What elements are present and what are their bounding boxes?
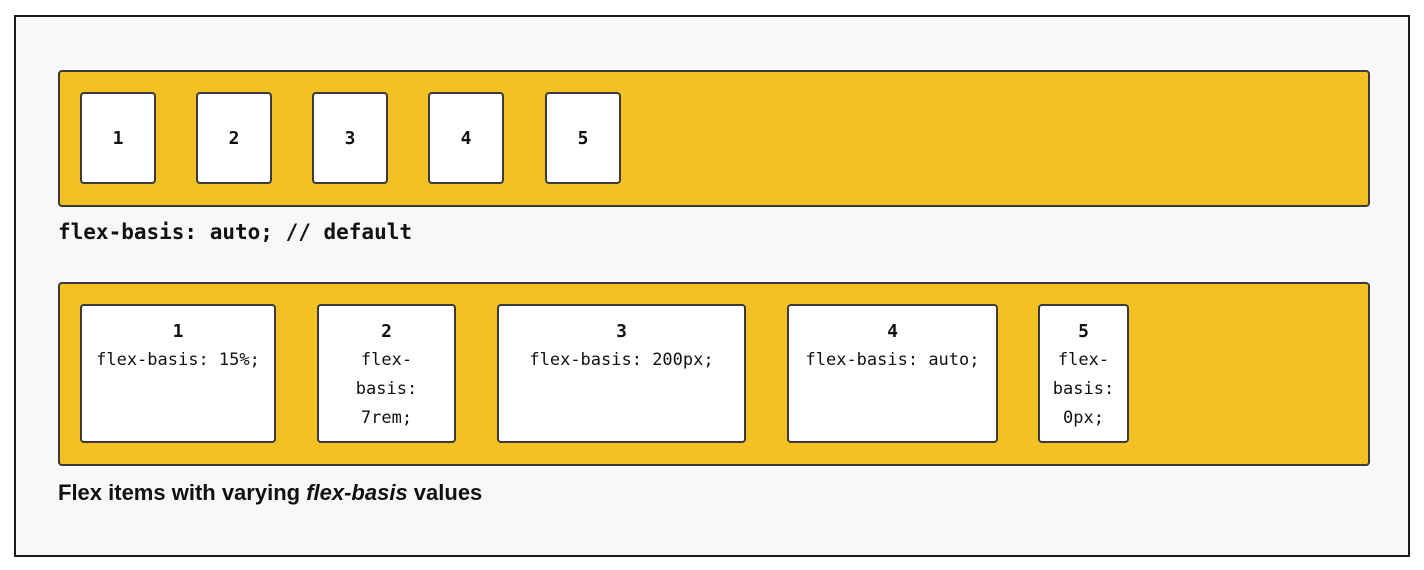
flex-item-1: 1	[80, 92, 156, 184]
flex-item-number: 1	[172, 321, 184, 342]
flex-item-5: 5 flex-basis: 0px;	[1038, 304, 1129, 443]
caption-default: flex-basis: auto; // default	[58, 220, 413, 244]
flex-item-1: 1 flex-basis: 15%;	[80, 304, 276, 443]
flex-item-4: 4	[428, 92, 504, 184]
flex-item-5: 5	[545, 92, 621, 184]
flex-item-number: 1	[112, 127, 124, 149]
flex-container-default: 1 2 3 4 5	[58, 70, 1370, 207]
flex-item-number: 5	[1078, 321, 1089, 342]
flex-item-2: 2 flex-basis: 7rem;	[317, 304, 456, 443]
flex-item-label: flex-basis: 7rem;	[355, 350, 418, 428]
flex-item-label: flex-basis: auto;	[805, 350, 980, 370]
flex-item-4: 4 flex-basis: auto;	[787, 304, 998, 443]
flex-item-number: 3	[344, 127, 356, 149]
flex-item-label: flex-basis: 200px;	[529, 350, 714, 370]
flex-item-3: 3	[312, 92, 388, 184]
flex-container-varying: 1 flex-basis: 15%; 2 flex-basis: 7rem; 3…	[58, 282, 1370, 466]
caption-varying: Flex items with varying flex-basis value…	[58, 480, 483, 505]
flex-item-number: 3	[616, 321, 627, 342]
diagram-frame: 1 2 3 4 5 flex-basis: auto; // default 1…	[14, 15, 1410, 557]
flex-item-3: 3 flex-basis: 200px;	[497, 304, 746, 443]
flex-item-number: 2	[228, 127, 240, 149]
flex-item-2: 2	[196, 92, 272, 184]
flex-item-number: 2	[381, 321, 392, 342]
flex-item-number: 5	[577, 127, 589, 149]
flex-item-number: 4	[460, 127, 472, 149]
flex-item-label: flex-basis: 15%;	[96, 350, 260, 370]
flex-item-number: 4	[887, 321, 898, 342]
flex-item-label: flex-basis: 0px;	[1052, 350, 1115, 428]
